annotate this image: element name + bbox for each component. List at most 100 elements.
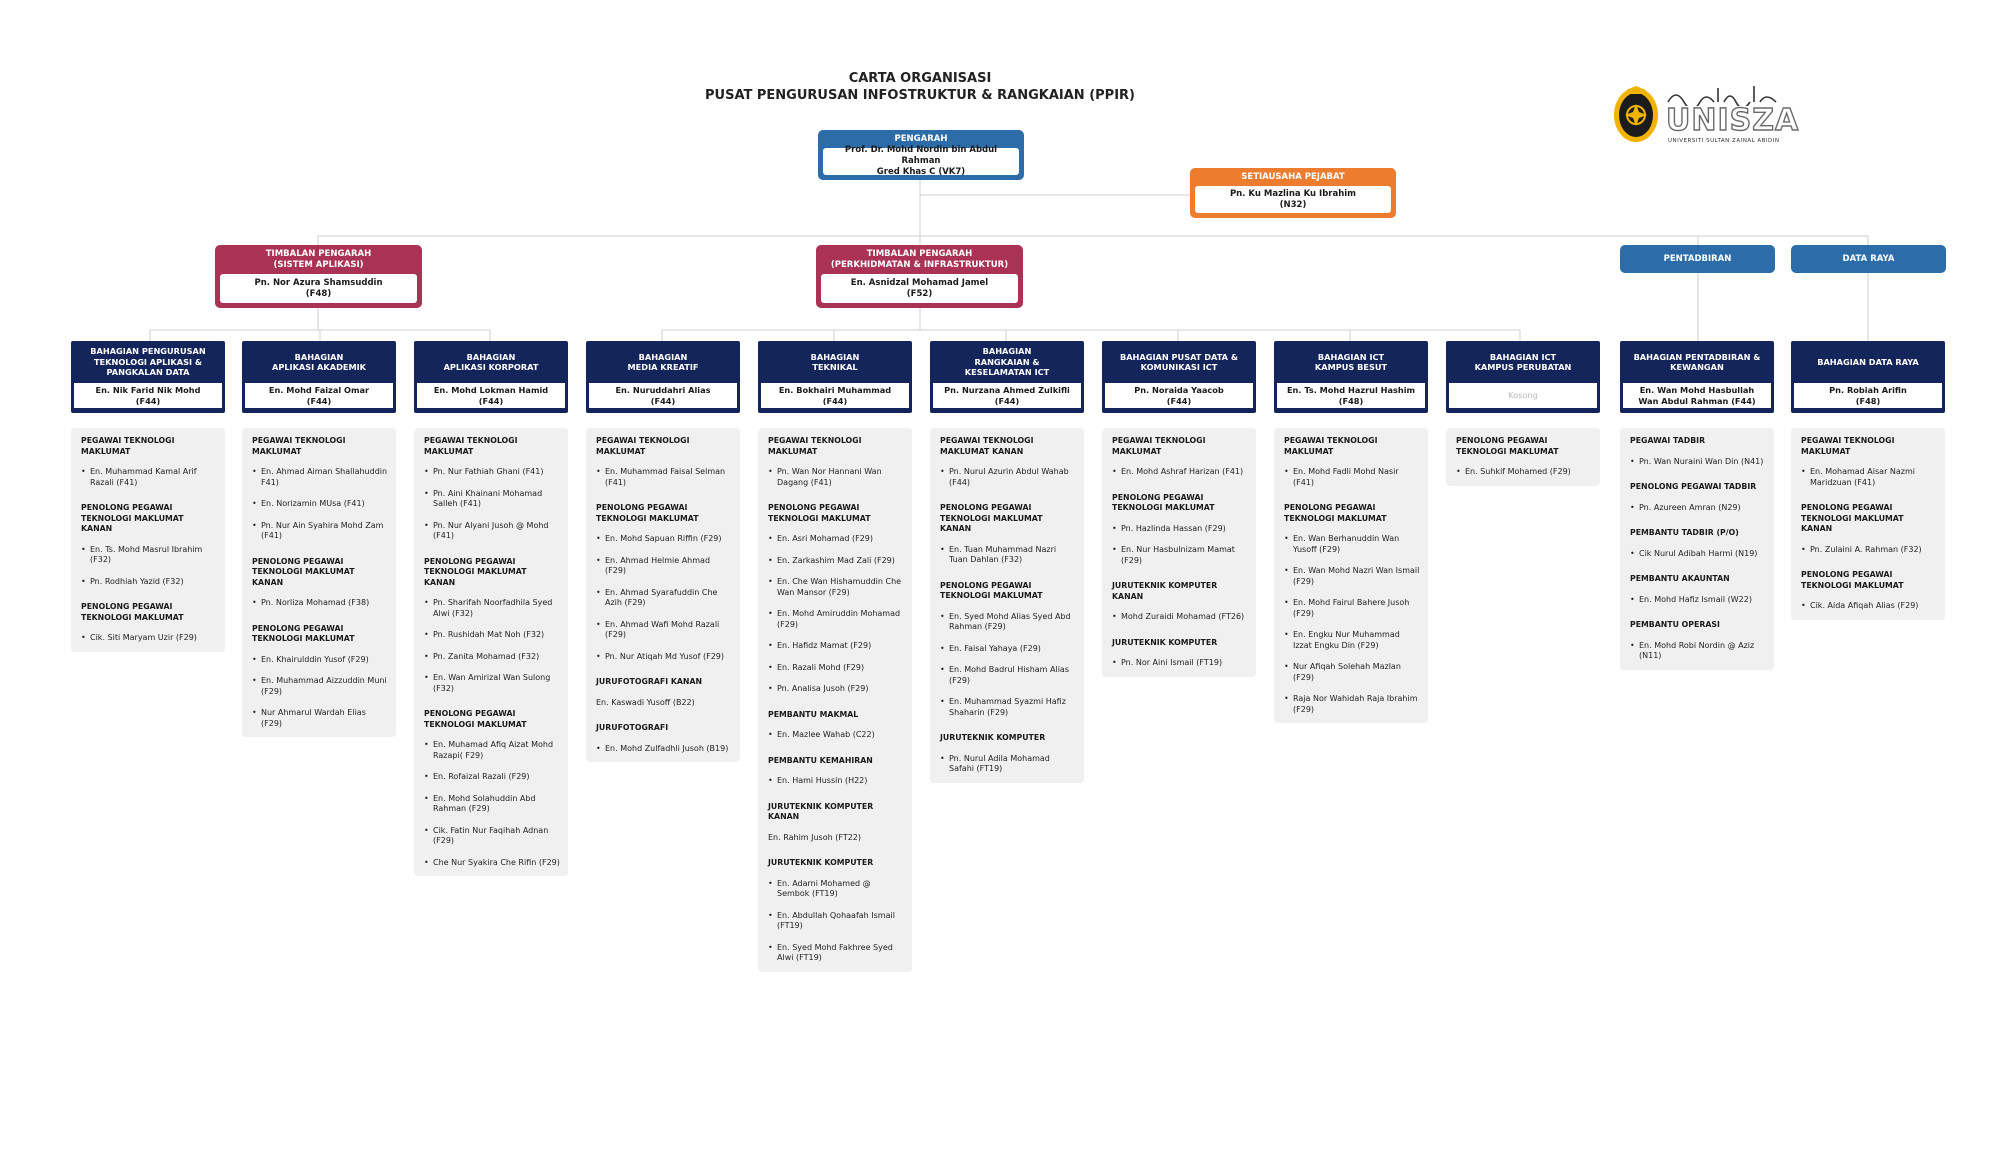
staff-member: En. Mohamad Aisar Nazmi Maridzuan (F41) <box>1801 467 1937 488</box>
dept-7-title-line: BAHAGIAN PUSAT DATA & <box>1119 351 1239 362</box>
staff-member: Pn. Aini Khainani Mohamad Salleh (F41) <box>424 489 560 510</box>
staff-group: JURUTEKNIK KOMPUTER KANANMohd Zuraidi Mo… <box>1112 581 1248 623</box>
staff-member: Pn. Nur Atiqah Md Yusof (F29) <box>596 652 732 663</box>
staff-group: JURUTEKNIK KOMPUTER En. Adarni Mohamed @ … <box>768 858 904 964</box>
dept-1-head-officer: En. Nik Farid Nik Mohd(F44) <box>74 383 222 408</box>
dept-8-head-officer: En. Ts. Mohd Hazrul Hashim(F48) <box>1277 383 1425 408</box>
staff-group: JURUFOTOGRAFIEn. Mohd Zulfadhli Jusoh (B… <box>596 723 732 754</box>
staff-member: En. Adarni Mohamed @ Sembok (FT19) <box>768 879 904 900</box>
timbalan-pi-body: En. Asnidzal Mohamad Jamel (F52) <box>821 274 1018 303</box>
staff-group: PENOLONG PEGAWAI TEKNOLOGI MAKLUMATEn. S… <box>1456 436 1592 478</box>
staff-member: Pn. Sharifah Noorfadhila Syed Alwi (F32) <box>424 598 560 619</box>
staff-member: Pn. Wan Nor Hannani Wan Dagang (F41) <box>768 467 904 488</box>
staff-group-title: PEGAWAI TEKNOLOGI MAKLUMAT <box>596 436 690 456</box>
staff-member: Pn. Analisa Jusoh (F29) <box>768 684 904 695</box>
staff-member: En. Rofaizal Razali (F29) <box>424 772 560 783</box>
staff-group-title: PEGAWAI TEKNOLOGI MAKLUMAT <box>424 436 518 456</box>
dept-1-title-line: PANGKALAN DATA <box>106 367 190 378</box>
staff-member: Pn. Hazlinda Hassan (F29) <box>1112 524 1248 535</box>
staff-group: PEMBANTU OPERASIEn. Mohd Robi Nordin @ A… <box>1630 620 1766 662</box>
pentadbiran-box: PENTADBIRAN <box>1620 245 1775 273</box>
staff-member: En. Razali Mohd (F29) <box>768 663 904 674</box>
timbalan-perkhidmatan-box: TIMBALAN PENGARAH (PERKHIDMATAN & INFRAS… <box>816 245 1023 308</box>
dept-6-title-line: BAHAGIAN <box>982 346 1032 357</box>
staff-member: En. Mohd Sapuan Riffin (F29) <box>596 534 732 545</box>
dept-5-head-officer: En. Bokhairi Muhammad(F44) <box>761 383 909 408</box>
staff-group: PENOLONG PEGAWAI TEKNOLOGI MAKLUMAT KANA… <box>81 503 217 587</box>
staff-member: En. Ahmad Wafi Mohd Razali (F29) <box>596 620 732 641</box>
staff-member: En. Ts. Mohd Masrul Ibrahim (F32) <box>81 545 217 566</box>
staff-member: Pn. Azureen Amran (N29) <box>1630 503 1766 514</box>
staff-group-title: JURUTEKNIK KOMPUTER <box>768 858 874 867</box>
staff-member: En. Mohd Badrul Hisham Alias (F29) <box>940 665 1076 686</box>
staff-group: PENOLONG PEGAWAI TEKNOLOGI MAKLUMATCik. … <box>1801 570 1937 612</box>
staff-member: Cik. Fatin Nur Faqihah Adnan (F29) <box>424 826 560 847</box>
dept-4-head-name: En. Nuruddahri Alias <box>615 385 711 395</box>
staff-member: En. Ahmad Syarafuddin Che Azih (F29) <box>596 588 732 609</box>
staff-group: PENOLONG PEGAWAI TEKNOLOGI MAKLUMATEn. K… <box>252 624 388 730</box>
dept-3-head-grade: (F44) <box>478 395 504 406</box>
staff-group-title: PEGAWAI TEKNOLOGI MAKLUMAT KANAN <box>940 436 1034 456</box>
dept-6-staff-panel: PEGAWAI TEKNOLOGI MAKLUMAT KANAN Pn. Nuru… <box>930 428 1084 783</box>
staff-member: En. Suhkif Mohamed (F29) <box>1456 467 1592 478</box>
staff-group: PENOLONG PEGAWAI TEKNOLOGI MAKLUMAT En. M… <box>596 503 732 662</box>
staff-group-title: JURUFOTOGRAFI <box>596 723 669 732</box>
dept-3-head-name: En. Mohd Lokman Hamid <box>433 385 549 395</box>
dept-9-title-line: BAHAGIAN ICT <box>1489 351 1557 362</box>
staff-group-title: PEGAWAI TEKNOLOGI MAKLUMAT <box>252 436 346 456</box>
dept-10-title: BAHAGIAN PENTADBIRAN &KEWANGAN <box>1620 341 1774 383</box>
staff-group: PEGAWAI TEKNOLOGI MAKLUMATEn. Muhammad K… <box>81 436 217 488</box>
dept-5-staff-panel: PEGAWAI TEKNOLOGI MAKLUMATPn. Wan Nor Ha… <box>758 428 912 972</box>
dept-10-head-name: En. Wan Mohd Hasbullah <box>1639 385 1755 395</box>
staff-member: Pn. Nurul Adila Mohamad Safahi (FT19) <box>940 754 1076 775</box>
timbalan-sa-title: TIMBALAN PENGARAH (SISTEM APLIKASI) <box>215 245 422 274</box>
timbalan-sa-title-2: (SISTEM APLIKASI) <box>273 259 364 270</box>
staff-group: PENOLONG PEGAWAI TADBIRPn. Azureen Amran… <box>1630 482 1766 513</box>
staff-group: PEGAWAI TEKNOLOGI MAKLUMATPn. Nur Fathia… <box>424 436 560 542</box>
staff-member: Cik Nurul Adibah Harmi (N19) <box>1630 549 1766 560</box>
staff-member: En. Syed Mohd Alias Syed Abd Rahman (F29… <box>940 612 1076 633</box>
staff-member: En. Hafidz Mamat (F29) <box>768 641 904 652</box>
staff-member: En. Mohd Robi Nordin @ Aziz (N11) <box>1630 641 1766 662</box>
dept-2-head-grade: (F44) <box>306 395 332 406</box>
staff-group-title: PEMBANTU KEMAHIRAN <box>768 755 873 765</box>
staff-member: En. Mohd Fairul Bahere Jusoh (F29) <box>1284 598 1420 619</box>
dept-2-head-name: En. Mohd Faizal Omar <box>268 385 370 395</box>
pengarah-title: PENGARAH <box>894 133 948 144</box>
staff-member: En. Mohd Amiruddin Mohamad (F29) <box>768 609 904 630</box>
dept-8-head-name: En. Ts. Mohd Hazrul Hashim <box>1286 385 1416 395</box>
staff-group-title: PENOLONG PEGAWAI TEKNOLOGI MAKLUMAT <box>424 709 527 729</box>
dept-6-title-line: RANGKAIAN & <box>974 356 1040 367</box>
dept-2-head-officer: En. Mohd Faizal Omar(F44) <box>245 383 393 408</box>
dept-10-title-line: BAHAGIAN PENTADBIRAN & <box>1633 351 1761 362</box>
staff-member: Cik. Siti Maryam Uzir (F29) <box>81 633 217 644</box>
staff-member: En. Tuan Muhammad Nazri Tuan Dahlan (F32… <box>940 545 1076 566</box>
setiausaha-grade: (N32) <box>1279 199 1307 210</box>
staff-member: En. Abdullah Qohaafah Ismail (FT19) <box>768 911 904 932</box>
dept-8-title-line: BAHAGIAN ICT <box>1317 351 1385 362</box>
staff-member: Cik. Aida Afiqah Alias (F29) <box>1801 601 1937 612</box>
setiausaha-box: SETIAUSAHA PEJABAT Pn. Ku Mazlina Ku Ibr… <box>1190 168 1396 218</box>
staff-group: PEMBANTU KEMAHIRANEn. Hami Hussin (H22) <box>768 756 904 787</box>
dept-9-head-name: Kosong <box>1508 390 1538 401</box>
staff-member: Pn. Zanita Mohamad (F32) <box>424 652 560 663</box>
staff-group: PEGAWAI TEKNOLOGI MAKLUMATPn. Wan Nor Ha… <box>768 436 904 488</box>
timbalan-pi-title: TIMBALAN PENGARAH (PERKHIDMATAN & INFRAS… <box>816 245 1023 274</box>
dept-6-head-name: Pn. Nurzana Ahmed Zulkifli <box>944 385 1070 395</box>
arabic-script-mark <box>1667 86 1777 106</box>
staff-group-title: PENOLONG PEGAWAI TEKNOLOGI MAKLUMAT <box>1112 492 1215 513</box>
staff-group-title: PEMBANTU TADBIR (P/O) <box>1630 528 1739 537</box>
staff-group: PENOLONG PEGAWAI TEKNOLOGI MAKLUMAT KANA… <box>424 557 560 695</box>
staff-member: En. Syed Mohd Fakhree Syed Alwi (FT19) <box>768 943 904 964</box>
staff-group-title: PENOLONG PEGAWAI TEKNOLOGI MAKLUMAT <box>596 503 699 523</box>
